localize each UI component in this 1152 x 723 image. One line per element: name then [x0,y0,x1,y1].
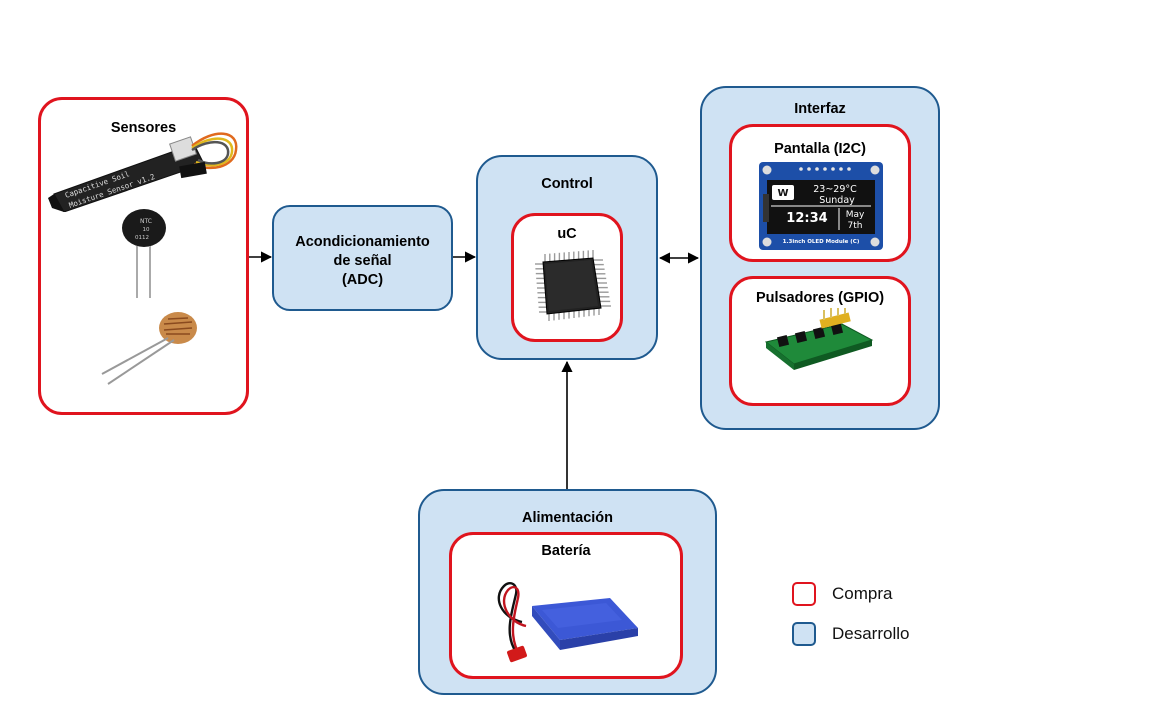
acondicionamiento-line3: (ADC) [341,272,384,288]
legend-desarrollo-label: Desarrollo [832,624,910,643]
bateria-title: Batería [541,543,591,559]
oled-date-text: 7th [848,221,863,231]
battery-image [497,582,638,663]
soil-moisture-sensor-image: Capacitive Soil Moisture Sensor v1.2 [48,132,238,212]
pulsadores-box: Pulsadores (GPIO) [729,276,911,406]
acondicionamiento-line1: Acondicionamiento [295,234,430,250]
oled-time-text: 12:34 [786,211,827,226]
oled-display-image: W 23~29°C Sunday 12:34 May 7th 1.3inch O… [759,162,883,250]
ntc-label-line2: 10 [143,227,150,233]
pushbutton-board-image [764,308,874,370]
legend-desarrollo-swatch [792,622,816,646]
microcontroller-chip-image [535,250,611,321]
oled-temp-text: 23~29°C [813,184,857,195]
alimentacion-title: Alimentación [521,510,614,526]
ntc-thermistor-image: NTC 10 0112 [122,209,166,298]
pantalla-title: Pantalla (I2C) [774,141,866,157]
ldr-photoresistor-image [101,312,197,385]
uc-title: uC [557,226,577,242]
oled-caption-text: 1.3inch OLED Module (C) [783,239,860,245]
ntc-label-line3: 0112 [135,235,149,241]
svg-text:W: W [777,188,788,199]
control-title: Control [541,176,593,192]
pulsadores-title: Pulsadores (GPIO) [755,290,885,306]
oled-day-text: Sunday [819,195,855,206]
oled-month-text: May [846,210,865,220]
legend-compra-label: Compra [832,584,893,603]
acondicionamiento-line2: de señal [333,253,392,269]
legend-compra-swatch [792,582,816,606]
ntc-label-line1: NTC [140,218,152,225]
sensores-title: Sensores [110,120,177,136]
sensores-box: Sensores [38,97,249,415]
acondicionamiento-box: Acondicionamiento de señal (ADC) [272,205,453,311]
interfaz-title: Interfaz [794,101,846,117]
